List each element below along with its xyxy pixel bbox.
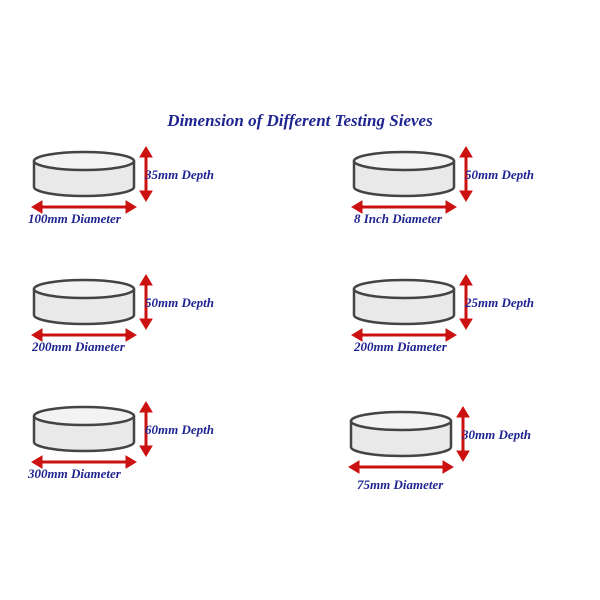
sieve-200mm-25: 25mm Depth 200mm Diameter [350, 273, 580, 383]
diameter-arrow [31, 200, 137, 214]
depth-label: 50mm Depth [465, 167, 534, 182]
sieve-drawing [348, 406, 470, 474]
depth-arrow [139, 274, 153, 330]
diagram-title: Dimension of Different Testing Sieves [167, 111, 433, 130]
depth-label: 60mm Depth [145, 422, 214, 437]
diameter-label: 75mm Diameter [357, 477, 444, 492]
diameter-label: 100mm Diameter [28, 211, 121, 226]
diameter-label: 8 Inch Diameter [354, 211, 443, 226]
diameter-label: 200mm Diameter [32, 339, 125, 354]
diameter-arrow [31, 455, 137, 469]
depth-arrow [139, 146, 153, 202]
depth-label: 25mm Depth [465, 295, 534, 310]
diameter-arrow [351, 328, 457, 342]
diameter-label: 200mm Diameter [354, 339, 447, 354]
diameter-arrow [351, 200, 457, 214]
sieve-drawing [31, 274, 153, 342]
sieve-drawing [31, 146, 153, 214]
depth-label: 35mm Depth [145, 167, 214, 182]
diameter-arrow [348, 460, 454, 474]
sieve-drawing [351, 274, 473, 342]
sieve-drawing [351, 146, 473, 214]
sieve-75mm: 30mm Depth 75mm Diameter [347, 405, 577, 515]
depth-arrow [459, 146, 473, 202]
diameter-arrow [31, 328, 137, 342]
depth-arrow [456, 406, 470, 462]
sieve-drawing [31, 401, 153, 469]
sieve-200mm-50: 50mm Depth 200mm Diameter [30, 273, 260, 383]
depth-arrow [139, 401, 153, 457]
sieve-8-inch: 50mm Depth 8 Inch Diameter [350, 145, 580, 255]
sieve-300mm: 60mm Depth 300mm Diameter [28, 400, 260, 510]
sieve-100mm: 35mm Depth 100mm Diameter [28, 145, 260, 255]
diameter-label: 300mm Diameter [28, 466, 121, 481]
depth-label: 30mm Depth [462, 427, 531, 442]
depth-arrow [459, 274, 473, 330]
depth-label: 50mm Depth [145, 295, 214, 310]
